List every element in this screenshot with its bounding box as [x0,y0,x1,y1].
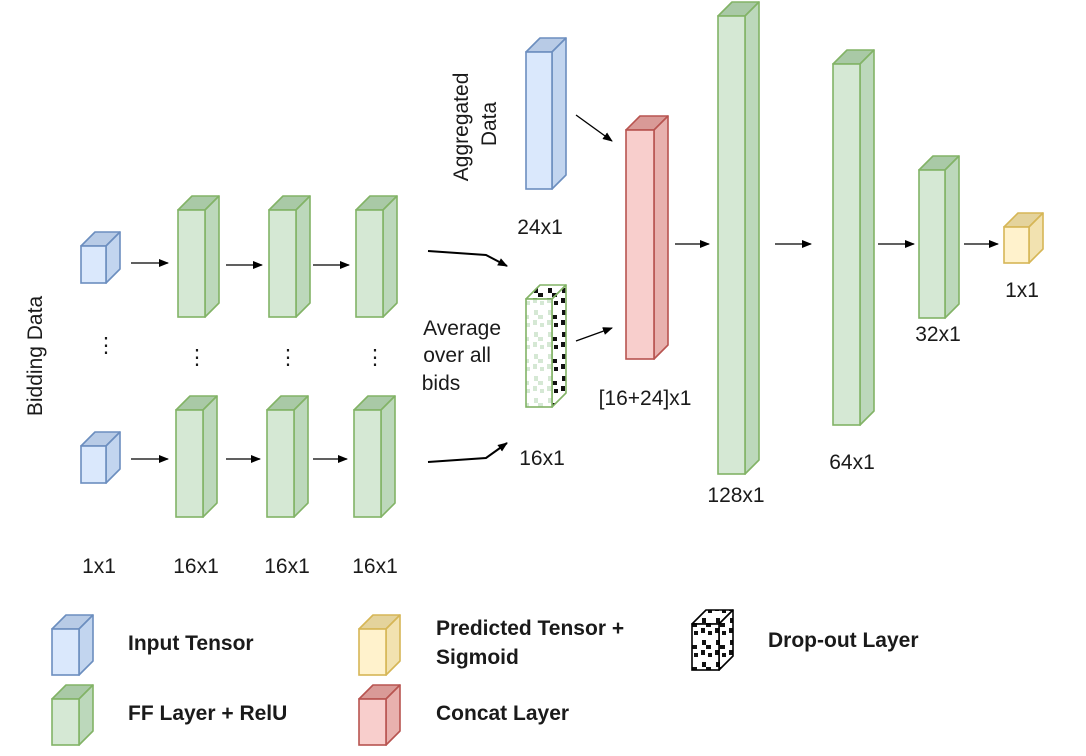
legend-ff-swatch [51,684,94,746]
average-line-1: Average [423,317,501,340]
dim-ff-2: 16x1 [264,555,310,578]
dropout-average-block [525,284,567,408]
legend-concat-swatch [358,684,401,746]
ff-layer-bottom-1 [175,395,218,518]
ff-layer-bottom-2 [266,395,309,518]
ff-layer-128 [717,1,760,475]
average-line-3: bids [422,372,461,395]
concat-layer [625,115,669,360]
dim-128: 128x1 [707,484,764,507]
dim-64: 64x1 [829,451,875,474]
aggregated-data-line-1: Aggregated [450,73,473,182]
ff-layer-64 [832,49,875,426]
legend-predicted-line-2: Sigmoid [436,646,519,669]
legend-dropout-swatch [691,609,734,671]
arrow-to-dropout-bottom [427,442,508,463]
bidding-data-label: Bidding Data [24,296,47,417]
legend-predicted-label: Predicted Tensor + Sigmoid [436,617,630,669]
dim-ff-3: 16x1 [352,555,398,578]
aggregated-input-tensor [525,37,567,190]
aggregated-data-line-2: Data [478,102,501,147]
ellipsis-ff-3: ⋮ [365,346,386,369]
arrow-aggregated-to-concat [575,114,613,142]
dim-input: 1x1 [82,555,116,578]
dim-output: 1x1 [1005,279,1039,302]
legend-ff-label: FF Layer + RelU [128,702,287,725]
aggregated-data-label: Aggregated Data [450,67,501,181]
input-tensor-bottom [80,431,121,484]
legend-predicted-swatch [358,614,401,676]
arrow-average-to-concat [575,327,613,342]
average-line-2: over all [423,344,491,367]
average-over-bids-label: Average over all bids [422,317,507,395]
ellipsis-ff-1: ⋮ [187,346,208,369]
ff-layer-bottom-3 [353,395,396,518]
dim-concat: [16+24]x1 [599,387,692,410]
ellipsis-input: ⋮ [96,334,117,357]
legend-predicted-line-1: Predicted Tensor + [436,617,624,640]
legend-input-label: Input Tensor [128,632,254,655]
dim-32: 32x1 [915,323,961,346]
legend: Input Tensor FF Layer + RelU Predicted T… [51,609,919,746]
ellipsis-ff-2: ⋮ [278,346,299,369]
ff-layer-top-3 [355,195,398,318]
legend-input-swatch [51,614,94,676]
arrow-to-dropout-top [427,250,508,267]
input-tensor-top [80,231,121,284]
ff-layer-32 [918,155,960,319]
dim-ff-1: 16x1 [173,555,219,578]
legend-concat-label: Concat Layer [436,702,569,725]
dim-aggregated: 24x1 [517,216,563,239]
legend-dropout-label: Drop-out Layer [768,629,919,652]
dim-average: 16x1 [519,447,565,470]
ff-layer-top-2 [268,195,311,318]
ff-layer-top-1 [177,195,220,318]
predicted-output-tensor [1003,212,1044,264]
